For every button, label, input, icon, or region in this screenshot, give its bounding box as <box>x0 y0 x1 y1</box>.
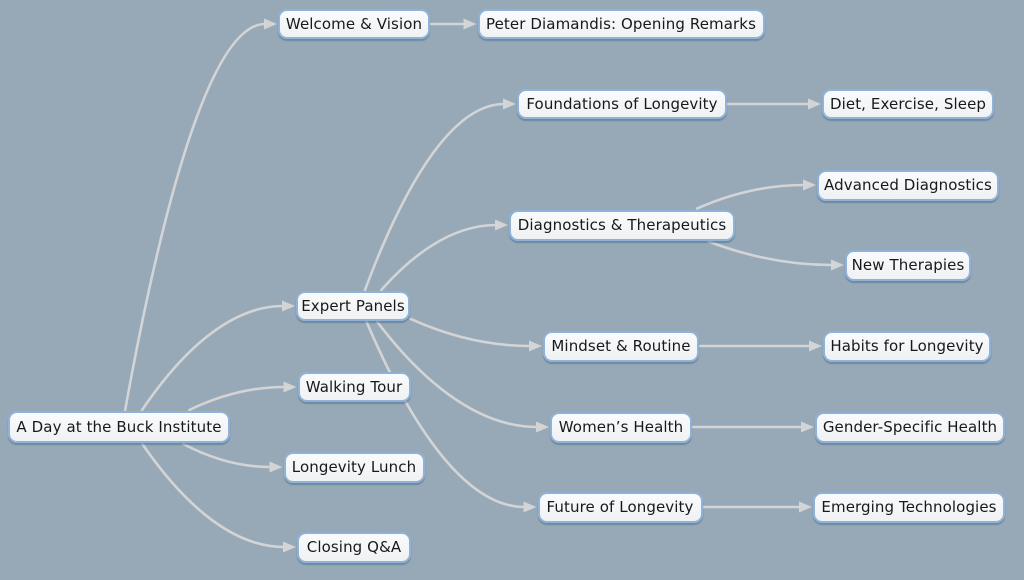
node-label: Women’s Health <box>558 417 684 436</box>
arrowhead-icon <box>503 98 516 110</box>
node-label: A Day at the Buck Institute <box>16 417 222 436</box>
edge-root-lunch <box>182 442 283 473</box>
arrowhead-icon <box>529 340 542 352</box>
mindmap-node-peter[interactable]: Peter Diamandis: Opening Remarks <box>477 9 765 39</box>
arrowhead-icon <box>463 18 477 30</box>
edge-expert-foundations <box>363 98 516 292</box>
arrowhead-icon <box>803 179 816 191</box>
edge-women-gender <box>691 421 814 433</box>
node-label: Welcome & Vision <box>285 14 423 33</box>
mindmap-node-therapies[interactable]: New Therapies <box>845 249 971 281</box>
mindmap-node-lunch[interactable]: Longevity Lunch <box>283 451 425 483</box>
edge-expert-women <box>376 320 549 433</box>
arrowhead-icon <box>283 541 296 553</box>
node-label: Longevity Lunch <box>291 457 417 476</box>
arrowhead-icon <box>799 501 812 513</box>
node-label: Emerging Technologies <box>821 497 997 516</box>
arrowhead-icon <box>269 461 283 473</box>
node-label: Diet, Exercise, Sleep <box>829 94 987 113</box>
arrowhead-icon <box>282 300 295 312</box>
arrowhead-icon <box>536 421 549 433</box>
mindmap-node-root[interactable]: A Day at the Buck Institute <box>8 411 230 443</box>
edge-root-walking <box>188 381 297 412</box>
mindmap-node-mindset[interactable]: Mindset & Routine <box>543 330 699 362</box>
arrowhead-icon <box>283 381 297 393</box>
edge-root-welcome <box>123 18 277 412</box>
edge-expert-future <box>365 320 537 513</box>
node-label: Closing Q&A <box>306 537 402 556</box>
edge-root-expert <box>140 300 295 412</box>
arrowhead-icon <box>831 259 844 271</box>
arrowhead-icon <box>808 98 821 110</box>
mindmap-node-future[interactable]: Future of Longevity <box>537 491 703 523</box>
node-label: Gender-Specific Health <box>822 417 998 436</box>
mindmap-node-habits[interactable]: Habits for Longevity <box>823 330 991 362</box>
mindmap-node-diet[interactable]: Diet, Exercise, Sleep <box>822 89 994 119</box>
edge-mindset-habits <box>698 340 822 352</box>
arrowhead-icon <box>809 340 822 352</box>
mindmap-node-diagnostics[interactable]: Diagnostics & Therapeutics <box>509 209 735 241</box>
mindmap-node-gender[interactable]: Gender-Specific Health <box>815 411 1005 443</box>
edge-diagnostics-therapies <box>707 240 844 271</box>
edge-expert-diagnostics <box>379 219 508 292</box>
node-label: Expert Panels <box>301 296 405 315</box>
node-label: Walking Tour <box>305 377 403 396</box>
edge-diagnostics-advanced <box>695 179 816 210</box>
edge-expert-mindset <box>409 317 542 352</box>
node-label: Future of Longevity <box>546 497 694 516</box>
node-label: Advanced Diagnostics <box>824 175 992 194</box>
node-label: Diagnostics & Therapeutics <box>517 215 727 234</box>
edge-welcome-peter <box>429 18 477 30</box>
node-label: Mindset & Routine <box>551 336 691 355</box>
arrowhead-icon <box>523 501 537 513</box>
node-label: Peter Diamandis: Opening Remarks <box>485 14 756 33</box>
arrowhead-icon <box>264 18 277 30</box>
mindmap-node-expert[interactable]: Expert Panels <box>296 291 410 321</box>
mindmap-node-emerging[interactable]: Emerging Technologies <box>813 491 1005 523</box>
mindmap-node-foundations[interactable]: Foundations of Longevity <box>517 89 727 119</box>
node-label: Habits for Longevity <box>830 336 984 355</box>
edge-root-closing <box>141 442 296 553</box>
mindmap-node-welcome[interactable]: Welcome & Vision <box>278 9 430 39</box>
mindmap-node-advanced[interactable]: Advanced Diagnostics <box>817 169 999 201</box>
edge-foundations-diet <box>726 98 821 110</box>
mindmap-node-women[interactable]: Women’s Health <box>550 411 692 443</box>
mindmap-node-walking[interactable]: Walking Tour <box>297 372 411 402</box>
edge-future-emerging <box>702 501 812 513</box>
arrowhead-icon <box>801 421 814 433</box>
node-label: Foundations of Longevity <box>526 94 718 113</box>
arrowhead-icon <box>495 219 508 231</box>
mindmap-node-closing[interactable]: Closing Q&A <box>297 531 411 563</box>
node-label: New Therapies <box>851 255 965 274</box>
